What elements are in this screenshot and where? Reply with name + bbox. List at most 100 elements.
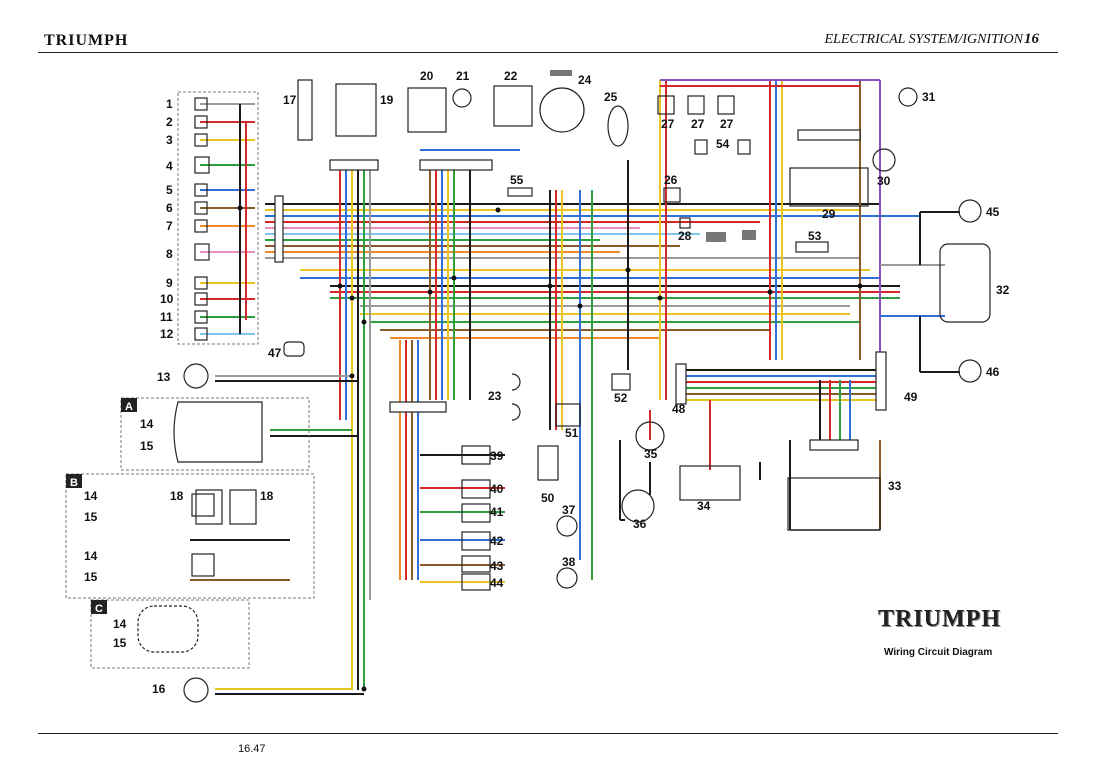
headlamp-c [137,605,199,653]
label-37: 37 [562,503,576,517]
label-48: 48 [672,402,686,416]
label-c: C [95,603,103,615]
sensor-27c [717,95,735,115]
label-10: 10 [160,292,174,306]
label-29: 29 [822,207,836,221]
ground-28 [706,232,726,242]
label-41: 41 [490,505,504,519]
label-32: 32 [996,283,1010,297]
headlamp-a [173,401,263,463]
junction-dot [361,319,367,325]
label-22: 22 [504,69,518,83]
switch-3 [194,133,208,147]
wire-harness [190,79,960,695]
junction-dot [577,303,583,309]
junction-dot [427,289,433,295]
lamp-21 [452,88,472,108]
label-25: 25 [604,90,618,104]
frame-a [120,397,310,471]
label-15c: 15 [84,570,98,584]
group-frames [65,91,315,669]
components [137,70,991,703]
label-49: 49 [904,390,918,404]
sensor-28 [679,217,691,229]
horn-23b [511,403,521,421]
label-27a: 27 [661,117,675,131]
relay-51 [555,403,581,427]
label-33: 33 [888,479,902,493]
switch-9 [194,276,208,290]
sensor-27b [687,95,705,115]
label-14c: 14 [84,549,98,563]
ground-28b [742,230,756,240]
label-53: 53 [808,229,822,243]
switch-4 [194,156,210,174]
connector-39-44 [389,401,447,413]
label-23: 23 [488,389,502,403]
label-14b: 14 [84,489,98,503]
battery-34 [679,465,741,501]
connector-20-22 [419,159,493,171]
component-numbers: 1 2 3 4 5 6 7 8 9 10 11 12 13 14 15 14 1… [84,69,1010,696]
switch-12 [194,327,208,341]
sender-30 [872,148,896,172]
lamp-46 [958,359,982,383]
label-27b: 27 [691,117,705,131]
horn-24 [539,87,585,133]
ground-24 [550,70,572,76]
lamp-47 [283,341,305,357]
lamp-45 [958,199,982,223]
junction-dot [337,283,343,289]
header-rule [38,52,1058,53]
relay-43 [461,555,491,573]
label-47: 47 [268,346,282,360]
junction-dot [361,686,367,692]
label-45: 45 [986,205,1000,219]
connector-49 [875,351,887,411]
label-21: 21 [456,69,470,83]
label-44: 44 [490,576,504,590]
group-labels: A B C [66,398,137,615]
label-52: 52 [614,391,628,405]
switch-6 [194,201,208,215]
module-19 [335,83,377,137]
switch-8 [194,243,210,261]
starter-relay-35 [635,421,665,451]
label-36: 36 [633,517,647,531]
lamp-31 [898,87,918,107]
label-11: 11 [160,310,173,324]
label-15a: 15 [140,439,154,453]
sensor-26 [663,187,681,203]
relay-22 [493,85,533,127]
fuse-55 [507,187,533,197]
sensor-52 [611,373,631,391]
label-17: 17 [283,93,297,107]
junction-dot [451,275,457,281]
diagram-caption: Wiring Circuit Diagram [884,647,993,658]
relay-20 [407,87,447,133]
label-b-box [66,474,82,488]
headlamp-b-upper [191,493,215,517]
switch-5 [194,183,208,197]
label-24: 24 [578,73,592,87]
sensor-50 [537,445,559,481]
label-2: 2 [166,115,173,129]
label-14d: 14 [113,617,127,631]
relay-18b [229,489,257,525]
switch-11 [194,310,208,324]
switch-cube-frame [177,91,259,345]
label-9: 9 [166,276,173,290]
junction-dot [547,283,553,289]
horn-23a [511,373,521,391]
coil-54b [737,139,751,155]
junction-dot [657,295,663,301]
label-51: 51 [565,426,579,440]
frame-c [90,599,250,669]
label-18a: 18 [170,489,184,503]
label-a-box [121,398,137,412]
label-3: 3 [166,133,173,147]
main-connector [274,195,284,263]
fuse-53 [795,241,829,253]
coil-54a [694,139,708,155]
label-39: 39 [490,449,504,463]
